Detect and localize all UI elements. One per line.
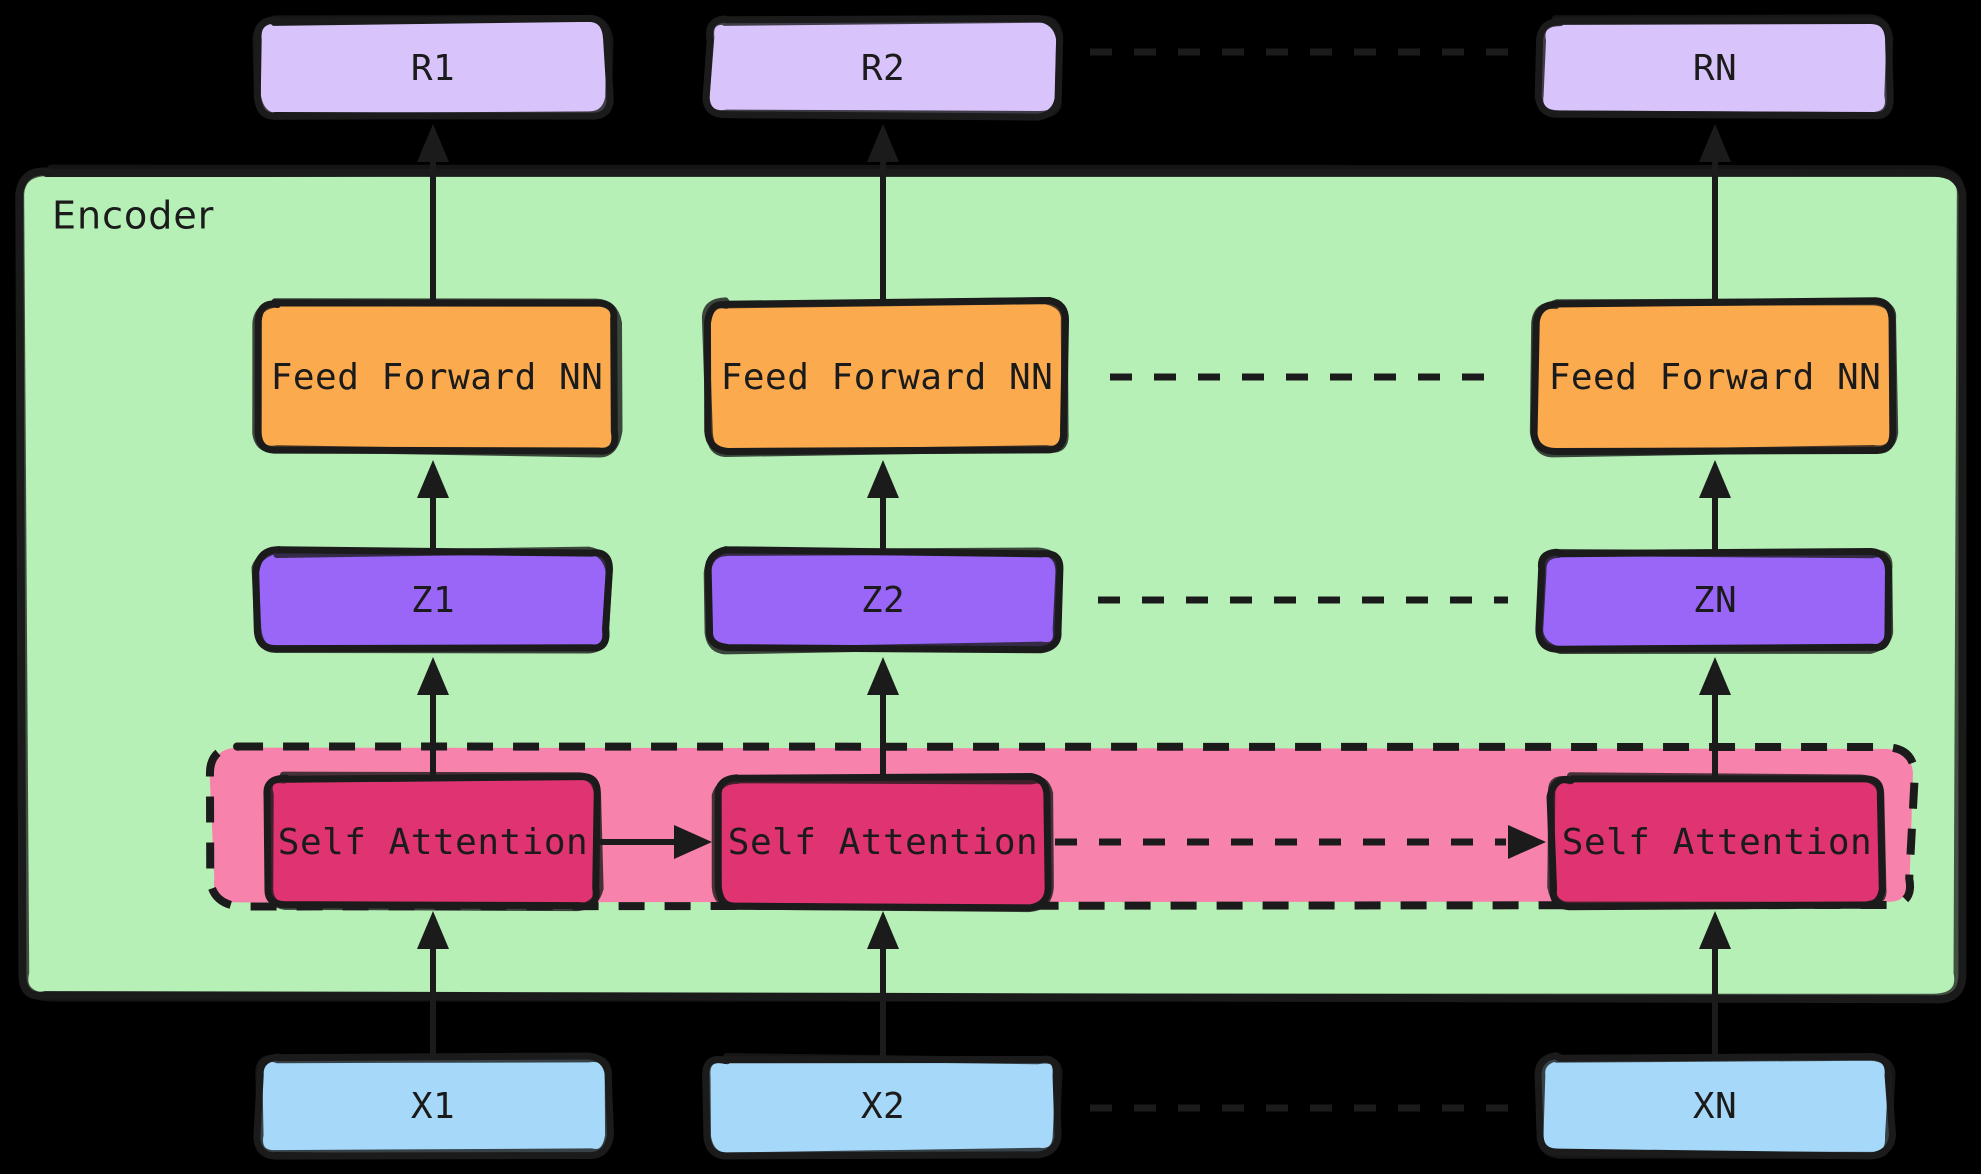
node-border-overdraw-FFN2 bbox=[701, 297, 1069, 458]
node-fill-Z1 bbox=[256, 551, 609, 649]
label-layer: Encoder R1 R2 RN Feed Forward NN Feed Forward… bbox=[52, 48, 1881, 1127]
edge-SAN-to-ZN bbox=[1699, 657, 1731, 778]
edge-XN-to-SAN bbox=[1699, 911, 1731, 1058]
node-label-Z1: Z1 bbox=[411, 580, 455, 621]
node-label-SAN: Self Attention bbox=[1562, 822, 1872, 863]
node-ZN[interactable] bbox=[1535, 547, 1894, 654]
node-label-SA2: Self Attention bbox=[728, 822, 1038, 863]
edge-FFN1-to-R1 bbox=[417, 124, 449, 303]
arrow-head-up bbox=[1699, 911, 1731, 949]
node-fill-SA2 bbox=[718, 776, 1048, 907]
node-SA2[interactable] bbox=[711, 773, 1054, 913]
arrow-head-right bbox=[674, 825, 712, 859]
arrow-head-up bbox=[417, 460, 449, 498]
node-fill-X1 bbox=[257, 1057, 610, 1155]
node-label-Z2: Z2 bbox=[861, 580, 905, 621]
node-border-overdraw-Z1 bbox=[251, 546, 613, 654]
arrow-head-up bbox=[867, 124, 899, 162]
node-fill-R1 bbox=[256, 18, 607, 117]
node-SA1[interactable] bbox=[263, 771, 604, 912]
node-FFNN[interactable] bbox=[1529, 297, 1899, 458]
node-label-R1: R1 bbox=[411, 48, 455, 89]
node-label-XN: XN bbox=[1693, 1086, 1737, 1127]
node-fill-FFNN bbox=[1534, 302, 1895, 452]
cluster-label-encoder: Encoder bbox=[52, 194, 214, 238]
arrow-head-up bbox=[417, 657, 449, 695]
node-border-overdraw-SA2 bbox=[711, 776, 1054, 913]
node-border-overdraw-FFNN bbox=[1529, 298, 1899, 458]
node-layer bbox=[251, 14, 1899, 1160]
node-fill-FFN2 bbox=[706, 301, 1066, 452]
cluster-border-attention_group bbox=[205, 742, 1919, 911]
node-fill-R2 bbox=[706, 19, 1059, 117]
arrow-head-up bbox=[417, 124, 449, 162]
node-fill-Z2 bbox=[706, 551, 1059, 650]
node-RN[interactable] bbox=[1534, 14, 1894, 120]
node-R2[interactable] bbox=[702, 14, 1064, 121]
arrow-head-right bbox=[1508, 825, 1546, 859]
node-X2[interactable] bbox=[702, 1053, 1063, 1160]
node-border-overdraw-RN bbox=[1536, 14, 1894, 120]
arrow-head-up bbox=[867, 657, 899, 695]
node-fill-XN bbox=[1538, 1056, 1892, 1155]
edge-SA1-to-Z1 bbox=[417, 657, 449, 778]
node-border-overdraw-R1 bbox=[252, 14, 614, 121]
cluster-fill-attention_group bbox=[209, 747, 1913, 903]
cluster-border-overdraw-encoder bbox=[16, 164, 1965, 1002]
node-FFN2[interactable] bbox=[701, 297, 1070, 458]
edge-Z1-to-FFN1 bbox=[417, 460, 449, 552]
node-Z1[interactable] bbox=[251, 546, 613, 654]
node-fill-RN bbox=[1538, 18, 1892, 117]
node-label-RN: RN bbox=[1693, 48, 1737, 89]
node-border-overdraw-R2 bbox=[702, 15, 1064, 118]
edge-SA2-to-SAN bbox=[1055, 825, 1546, 859]
arrow-head-up bbox=[1699, 657, 1731, 695]
node-R1[interactable] bbox=[252, 14, 614, 121]
edge-ZN-to-FFNN bbox=[1699, 460, 1731, 552]
node-border-overdraw-ZN bbox=[1536, 549, 1894, 654]
node-fill-X2 bbox=[708, 1056, 1060, 1153]
arrow-head-up bbox=[1699, 460, 1731, 498]
node-label-FFN2: Feed Forward NN bbox=[721, 357, 1054, 398]
arrow-head-up bbox=[867, 911, 899, 949]
node-fill-SAN bbox=[1550, 777, 1884, 908]
cluster-attention_group bbox=[205, 742, 1919, 911]
node-border-overdraw-SAN bbox=[1547, 772, 1887, 909]
edge-X1-to-SA1 bbox=[417, 911, 449, 1058]
node-fill-SA1 bbox=[268, 778, 599, 907]
node-border-overdraw-XN bbox=[1536, 1053, 1896, 1159]
edge-Z2-to-FFN2 bbox=[867, 460, 899, 552]
edge-SA2-to-Z2 bbox=[867, 657, 899, 778]
node-fill-ZN bbox=[1538, 551, 1892, 649]
node-SAN[interactable] bbox=[1546, 772, 1887, 911]
node-border-overdraw-SA1 bbox=[265, 771, 604, 912]
node-fill-FFN1 bbox=[258, 303, 616, 451]
edge-X2-to-SA2 bbox=[867, 911, 899, 1058]
edge-layer bbox=[417, 48, 1731, 1112]
node-label-FFN1: Feed Forward NN bbox=[271, 357, 604, 398]
node-border-overdraw-X2 bbox=[703, 1053, 1063, 1160]
arrow-head-up bbox=[867, 460, 899, 498]
node-label-FFNN: Feed Forward NN bbox=[1549, 357, 1882, 398]
node-FFN1[interactable] bbox=[252, 298, 623, 458]
node-Z2[interactable] bbox=[703, 546, 1064, 655]
node-label-R2: R2 bbox=[861, 48, 905, 89]
edge-SA1-to-SA2 bbox=[600, 825, 712, 859]
edge-FFNN-to-RN bbox=[1699, 124, 1731, 303]
edge-FFN2-to-R2 bbox=[867, 124, 899, 303]
node-border-overdraw-X1 bbox=[255, 1054, 613, 1158]
node-label-X2: X2 bbox=[861, 1086, 905, 1127]
node-X1[interactable] bbox=[253, 1052, 614, 1160]
node-label-SA1: Self Attention bbox=[278, 822, 588, 863]
node-border-overdraw-FFN1 bbox=[252, 298, 623, 458]
arrow-head-up bbox=[1699, 124, 1731, 162]
node-border-overdraw-Z2 bbox=[703, 547, 1063, 655]
arrow-head-up bbox=[417, 911, 449, 949]
node-XN[interactable] bbox=[1534, 1052, 1896, 1160]
node-label-X1: X1 bbox=[411, 1086, 455, 1127]
node-label-ZN: ZN bbox=[1693, 580, 1737, 621]
